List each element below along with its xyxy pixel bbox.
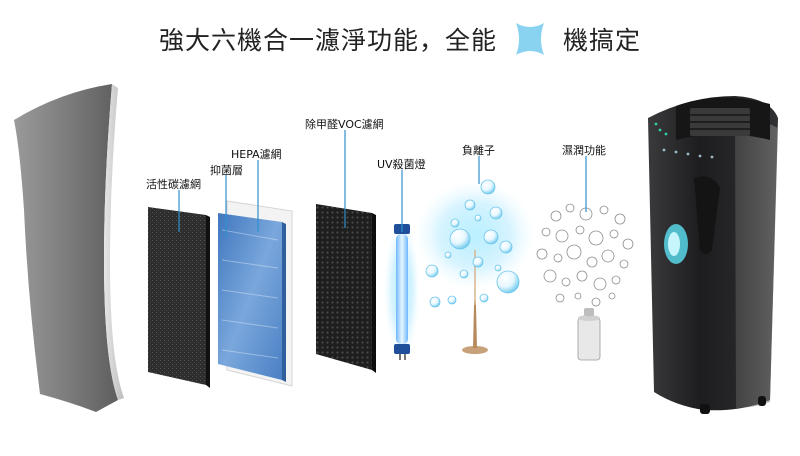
label-activated-carbon: 活性碳濾網 [146,178,201,191]
voc-filter [316,204,376,373]
uv-lamp [384,220,420,360]
headline-text-1: 強大六機合一濾淨功能，全能 [159,26,498,55]
label-uv: UV殺菌燈 [377,158,426,171]
negative-ion-generator [415,179,535,354]
label-negative-ion: 負離子 [462,144,495,157]
bowtie-shape-icon [516,23,544,55]
label-humidify: 濕潤功能 [562,144,606,157]
headline-text-2: 機搞定 [562,26,641,55]
rear-shell-panel [14,84,124,412]
hepa-filter [218,200,293,387]
label-antibacterial: 抑菌層 [210,164,243,177]
label-hepa: HEPA濾網 [231,148,282,161]
label-voc: 除甲醛VOC濾網 [305,118,384,131]
activated-carbon-filter [148,207,210,388]
callout-lines [178,130,587,238]
humidify-module [536,203,634,361]
air-purifier-device [648,96,778,414]
headline: 強大六機合一濾淨功能，全能 機搞定 [0,20,800,58]
